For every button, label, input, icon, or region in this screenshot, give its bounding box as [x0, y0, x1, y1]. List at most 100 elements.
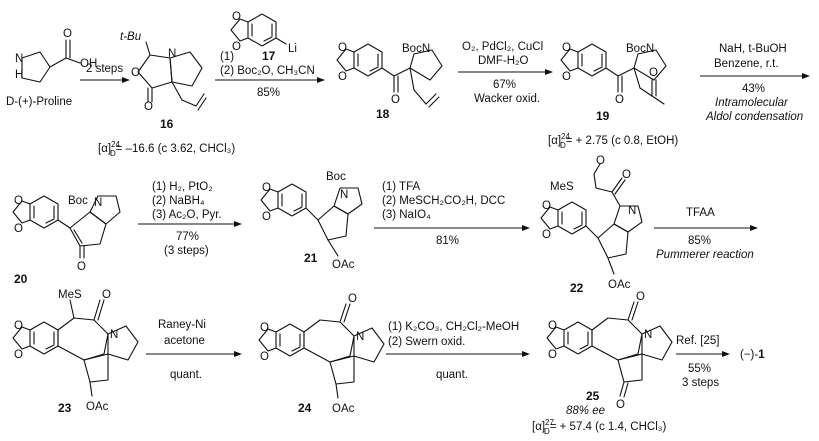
compound-20-o-bottom: O: [14, 223, 23, 235]
compound-16-carbonyl-o: O: [144, 101, 153, 113]
step-8-line-3: quant.: [170, 369, 202, 381]
compound-18-o-top: O: [338, 42, 347, 54]
step-10-line-1: Ref. [25]: [676, 335, 719, 347]
proline-name: D-(+)-Proline: [6, 96, 72, 108]
step-5-line-2: (2) NaBH₄: [152, 195, 205, 207]
step-9-line-1: (1) K₂CO₃, CH₂Cl₂-MeOH: [388, 321, 519, 333]
step-6-line-2: (2) MeSCH₂CO₂H, DCC: [382, 195, 505, 207]
compound-22-mes: MeS: [550, 181, 574, 193]
step-4-line-4: Intramolecular: [715, 97, 789, 109]
compound-21-boc: Boc: [326, 171, 346, 183]
compound-20-ketone-o: O: [77, 261, 86, 273]
compound-23-label: 23: [58, 401, 72, 415]
proline-h-label: H: [15, 69, 23, 81]
compound-22-o-bottom: O: [542, 229, 551, 241]
step-4-line-2: Benzene, r.t.: [714, 58, 779, 70]
compound-20-n: N: [94, 197, 102, 209]
final-product: (−)-1: [740, 349, 765, 361]
compound-24-label: 24: [298, 401, 312, 415]
compound-16-tbu: t-Bu: [120, 31, 142, 43]
step-3-line-4: Wacker oxid.: [474, 93, 540, 105]
step-3-line-3: 67%: [493, 79, 516, 91]
step-3: O₂, PdCl₂, CuCl DMF-H₂O 67% Wacker oxid.: [458, 41, 553, 105]
step-2: (1) 17 (2) Boc₂O, CH₃CN 85%: [215, 49, 325, 99]
step-5-line-4: 77%: [176, 231, 199, 243]
step-8-line-1: Raney-Ni: [158, 319, 206, 331]
step-9: (1) K₂CO₃, CH₂Cl₂-MeOH (2) Swern oxid. q…: [386, 321, 530, 381]
step-10-line-2: 55%: [688, 363, 711, 375]
compound-19-structure: O O O O BocN 19: [560, 42, 667, 123]
compound-24-oac: OAc: [332, 403, 355, 415]
step-10-line-3: 3 steps: [682, 377, 719, 389]
compound-22-n: N: [628, 205, 636, 217]
compound-24-o-bottom: O: [260, 351, 269, 363]
compound-20-structure: O O Boc N O 20: [12, 195, 121, 286]
compound-17-o-bottom: O: [232, 41, 241, 53]
compound-23-o-top: O: [14, 320, 23, 332]
compound-25-n: N: [644, 329, 652, 341]
compound-21-oac: OAc: [332, 259, 355, 271]
compound-19-label: 19: [596, 109, 610, 123]
compound-17-li: Li: [288, 43, 297, 55]
compound-18-carbonyl-o: O: [391, 94, 400, 106]
compound-20-label: 20: [14, 272, 28, 286]
compound-18-bocn: BocN: [402, 43, 430, 55]
step-5-line-3: (3) Ac₂O, Pyr.: [152, 209, 222, 221]
step-4-line-1: NaH, t-BuOH: [719, 43, 787, 55]
compound-17-o-top: O: [232, 11, 241, 23]
compound-22-amide-o: O: [622, 169, 631, 181]
compound-19-o-bottom: O: [562, 71, 571, 83]
compound-23-amide-o: O: [102, 289, 111, 301]
step-8-line-2: acetone: [164, 335, 205, 347]
compound-24-o-top: O: [260, 322, 269, 334]
proline-structure: N H O OH D-(+)-Proline: [6, 28, 97, 108]
step-2-line-1: (1): [220, 51, 234, 63]
compound-22-sulfoxide-o: O: [596, 155, 605, 167]
compound-22-o-top: O: [542, 200, 551, 212]
step-10: Ref. [25] 55% 3 steps: [676, 335, 730, 389]
step-2-line-2: (2) Boc₂O, CH₃CN: [220, 65, 315, 77]
compound-16-ring-o: O: [131, 67, 140, 79]
step-7-line-1: TFAA: [686, 207, 715, 219]
compound-21-o-top: O: [262, 182, 271, 194]
step-4-line-5: Aldol condensation: [705, 111, 803, 123]
compound-25-o-top: O: [548, 320, 557, 332]
compound-24-structure: O N O O OAc 24: [258, 293, 385, 415]
compound-18-o-bottom: O: [338, 71, 347, 83]
step-2-line-3: 85%: [257, 87, 280, 99]
step-6-line-4: 81%: [436, 235, 459, 247]
compound-21-structure: O O Boc N OAc 21: [260, 171, 363, 271]
compound-23-mes: MeS: [58, 289, 82, 301]
compound-25-structure: O N O O O 25: [546, 291, 673, 411]
compound-21-label: 21: [304, 251, 318, 265]
step-5: (1) H₂, PtO₂ (2) NaBH₄ (3) Ac₂O, Pyr. 77…: [138, 181, 242, 257]
compound-16-label: 16: [160, 117, 174, 131]
compound-23-structure: MeS O N O O OAc 23: [12, 289, 139, 415]
step-7-line-2: 85%: [688, 235, 711, 247]
compound-21-o-bottom: O: [262, 211, 271, 223]
compound-18-structure: O O O BocN 18: [336, 42, 443, 121]
step-7-line-3: Pummerer reaction: [656, 249, 754, 261]
compound-17-structure: Li O O: [230, 11, 297, 55]
compound-19-o-top: O: [562, 42, 571, 54]
step-9-line-2: (2) Swern oxid.: [388, 336, 465, 348]
compound-24-amide-o: O: [348, 293, 357, 305]
compound-22-structure: O O MeS O O N OAc 22: [540, 155, 643, 295]
proline-o-label: O: [63, 28, 72, 40]
compound-18-label: 18: [376, 107, 390, 121]
compound-20-boc: Boc: [68, 195, 88, 207]
compound-25-amide-o: O: [636, 291, 645, 303]
compound-23-oac: OAc: [86, 401, 109, 413]
compound-25-ketone-o: O: [616, 399, 625, 411]
compound-19-ketone-o: O: [649, 67, 658, 79]
compound-20-o-top: O: [14, 195, 23, 207]
step-3-line-1: O₂, PdCl₂, CuCl: [462, 41, 543, 53]
step-6: (1) TFA (2) MeSCH₂CO₂H, DCC (3) NaIO₄ 81…: [374, 181, 530, 247]
step-6-line-1: (1) TFA: [382, 181, 420, 193]
step-2-reagent-17: 17: [262, 49, 276, 63]
compound-22-oac: OAc: [608, 279, 631, 291]
